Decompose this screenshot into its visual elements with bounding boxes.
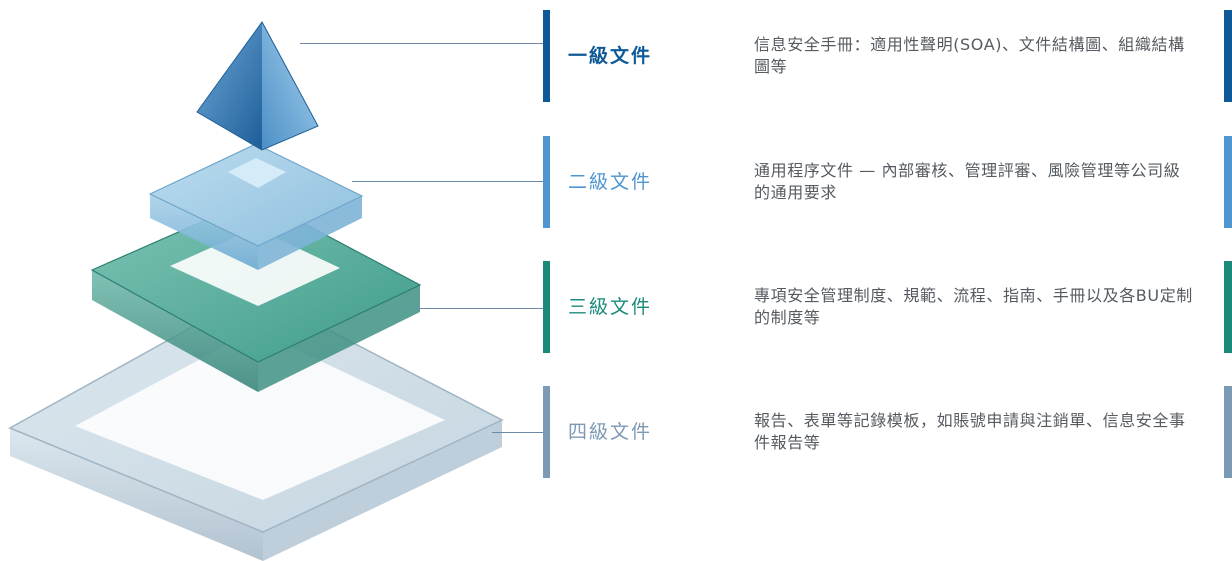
level-4-description: 報告、表單等記錄模板，如賬號申請與注銷單、信息安全事件報告等 [754,386,1194,478]
level-3-description-text: 專項安全管理制度、規範、流程、指南、手冊以及各BU定制的制度等 [754,286,1193,327]
level-2-color-bar [543,136,550,228]
pyramid-tier-2 [148,143,364,270]
level-2-description-text: 通用程序文件 — 內部審核、管理評審、風險管理等公司級的通用要求 [754,161,1181,202]
level-1-edge-bar [1224,10,1232,102]
level-row-4: 四級文件 報告、表單等記錄模板，如賬號申請與注銷單、信息安全事件報告等 [0,386,1232,478]
pyramid-tier-1 [196,21,319,151]
level-1-description-text: 信息安全手冊：適用性聲明(SOA)、文件結構圖、組織結構圖等 [754,35,1185,76]
level-4-title: 四級文件 [568,421,653,443]
level-row-2: 二級文件 通用程序文件 — 內部審核、管理評審、風險管理等公司級的通用要求 [0,136,1232,228]
level-1-color-bar [543,10,550,102]
level-row-1: 一級文件 信息安全手冊：適用性聲明(SOA)、文件結構圖、組織結構圖等 [0,10,1232,102]
level-3-edge-bar [1224,261,1232,353]
level-1-description: 信息安全手冊：適用性聲明(SOA)、文件結構圖、組織結構圖等 [754,10,1194,102]
level-2-title: 二級文件 [568,171,653,193]
level-4-description-text: 報告、表單等記錄模板，如賬號申請與注銷單、信息安全事件報告等 [754,411,1186,452]
level-2-description: 通用程序文件 — 內部審核、管理評審、風險管理等公司級的通用要求 [754,136,1194,228]
level-3-color-bar [543,261,550,353]
level-row-3: 三級文件 專項安全管理制度、規範、流程、指南、手冊以及各BU定制的制度等 [0,261,1232,353]
level-4-color-bar [543,386,550,478]
level-2-edge-bar [1224,136,1232,228]
level-3-title: 三級文件 [568,296,653,318]
connector-line-1 [300,43,543,44]
connector-line-2 [352,181,543,182]
connector-line-4 [492,432,543,433]
level-4-edge-bar [1224,386,1232,478]
pyramid-tier-4 [8,291,504,561]
glass-pyramid-illustration [8,21,504,561]
connector-line-3 [414,308,543,309]
level-3-description: 專項安全管理制度、規範、流程、指南、手冊以及各BU定制的制度等 [754,261,1194,353]
level-1-title: 一級文件 [568,45,653,67]
